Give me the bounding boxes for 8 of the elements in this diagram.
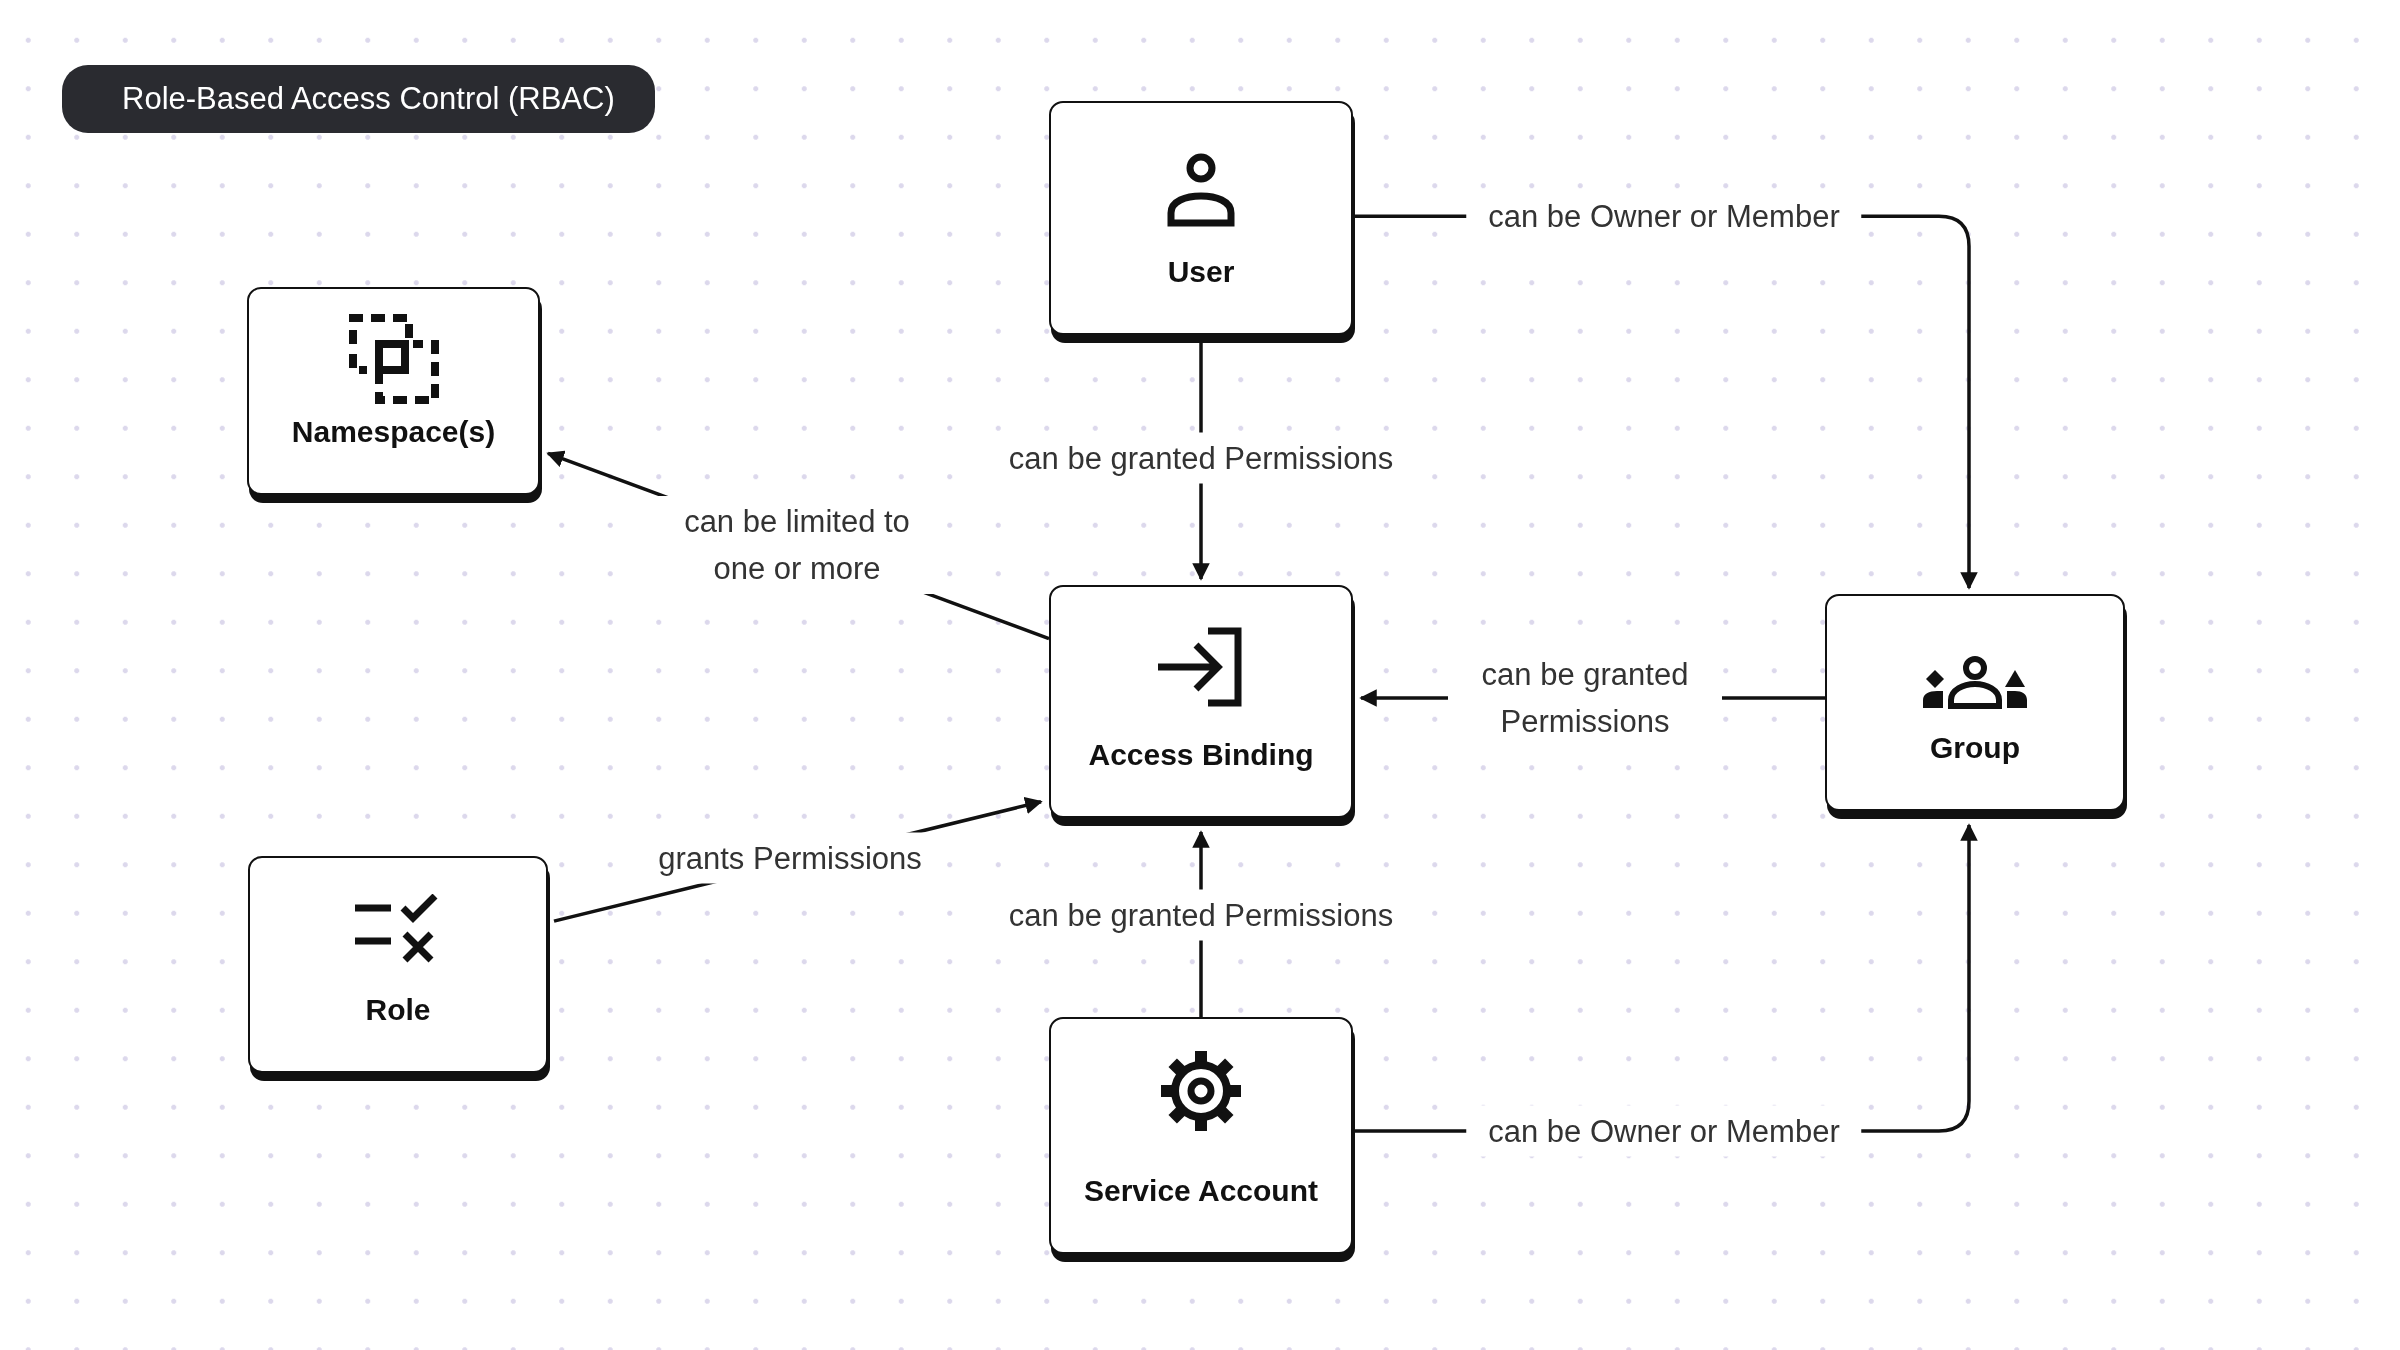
card-title: Role: [364, 993, 432, 1027]
title-banner: Role-Based Access Control (RBAC): [62, 65, 655, 133]
card-title: Service Account: [1083, 1174, 1319, 1208]
card-title: User: [1166, 255, 1236, 289]
card-title: Namespace(s): [290, 415, 497, 449]
card-title: Access Binding: [1087, 738, 1315, 772]
card-title: Group: [1929, 731, 2021, 765]
edge-label: can be Owner or Member: [1466, 1105, 1862, 1157]
